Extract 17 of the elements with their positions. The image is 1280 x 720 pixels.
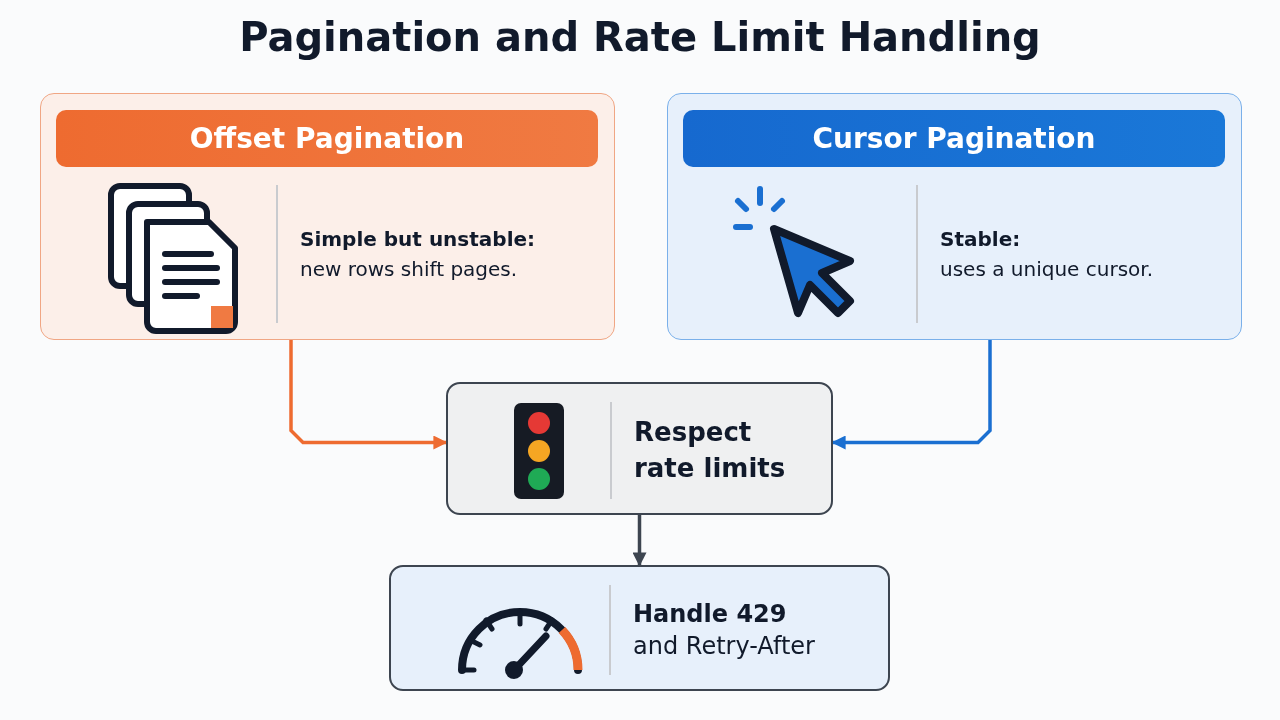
arrow <box>632 515 647 567</box>
pagination-card <box>667 93 1242 340</box>
card-header: Cursor Pagination <box>683 110 1225 167</box>
process-box <box>446 382 833 515</box>
item-description: and Retry-After <box>633 631 815 662</box>
item-description: new rows shift pages. <box>300 256 518 283</box>
pagination-card <box>40 93 615 340</box>
item-heading: Simple but unstable: <box>300 226 536 253</box>
item-heading: Stable: <box>940 226 1021 253</box>
process-box <box>389 565 890 691</box>
item-heading: Handle 429 <box>633 598 787 630</box>
item-heading: Respect rate limits <box>634 416 787 485</box>
arrow <box>289 340 448 450</box>
arrow <box>831 340 992 450</box>
card-header: Offset Pagination <box>56 110 598 167</box>
item-description: uses a unique cursor. <box>940 256 1154 283</box>
diagram-title: Pagination and Rate Limit Handling <box>238 14 1042 60</box>
